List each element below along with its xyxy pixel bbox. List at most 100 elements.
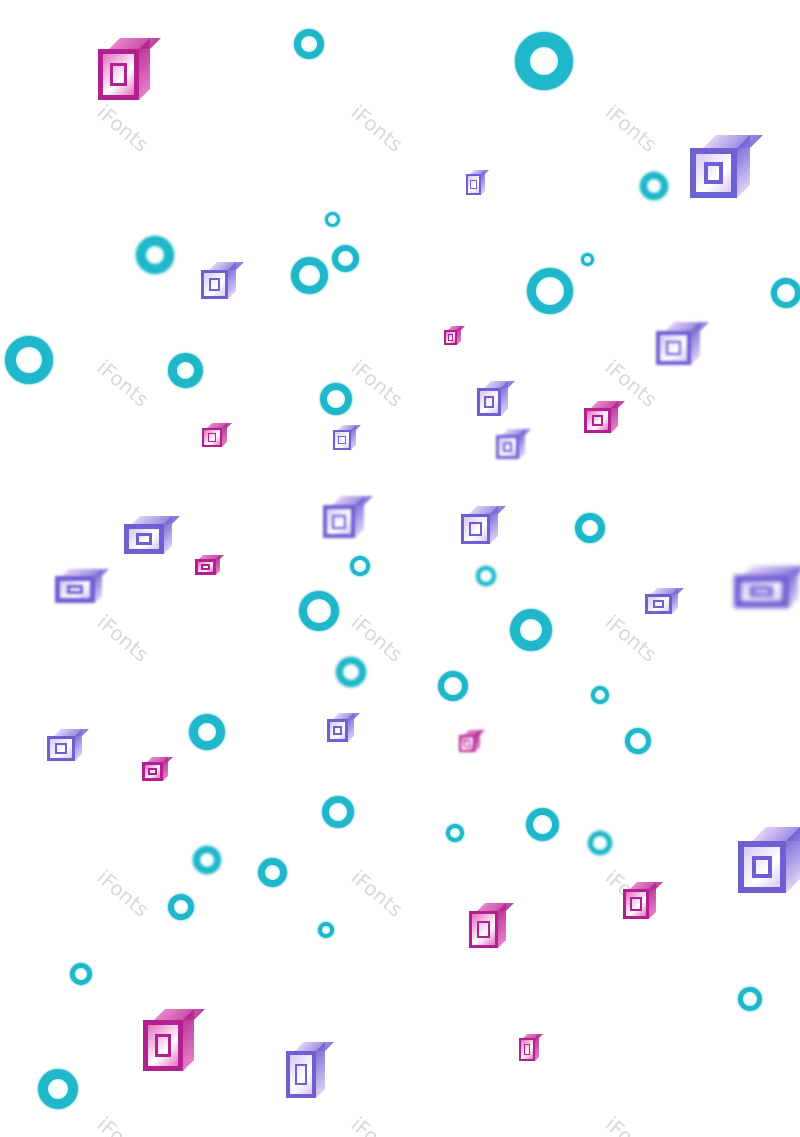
watermark-text: iFonts bbox=[92, 355, 154, 412]
hollow-cube-icon bbox=[327, 713, 360, 742]
hollow-cube-icon bbox=[143, 1009, 205, 1071]
cube-front-face bbox=[55, 576, 95, 603]
cube-side-face bbox=[672, 588, 678, 614]
cube-front-face bbox=[645, 594, 672, 614]
cube-front-face bbox=[459, 735, 475, 752]
cube-side-face bbox=[139, 38, 150, 100]
torus-ring-icon bbox=[526, 808, 559, 841]
cube-front-face bbox=[47, 736, 75, 761]
cube-side-face bbox=[316, 1042, 325, 1098]
cube-side-face bbox=[611, 401, 618, 433]
cube-front-face bbox=[477, 388, 501, 416]
torus-ring-icon bbox=[322, 796, 354, 828]
cube-window bbox=[148, 767, 157, 776]
cube-window bbox=[333, 725, 342, 736]
cube-window bbox=[135, 533, 153, 545]
hollow-cube-icon bbox=[124, 516, 180, 554]
cube-front-face bbox=[623, 889, 649, 919]
torus-ring-icon bbox=[291, 257, 328, 294]
cube-top-face bbox=[332, 496, 373, 505]
cube-window bbox=[751, 855, 773, 879]
torus-ring-icon bbox=[168, 353, 203, 388]
watermark-text: iFonts bbox=[347, 1112, 408, 1137]
torus-ring-icon bbox=[193, 846, 221, 874]
cube-side-face bbox=[789, 566, 798, 608]
watermark-text: iFonts bbox=[92, 865, 154, 922]
cube-side-face bbox=[216, 555, 220, 575]
cube-side-face bbox=[691, 322, 700, 365]
cube-top-face bbox=[484, 381, 515, 388]
cube-window bbox=[201, 564, 210, 570]
cube-front-face bbox=[738, 841, 786, 893]
hollow-cube-icon bbox=[202, 423, 232, 447]
cube-side-face bbox=[355, 496, 364, 538]
cube-side-face bbox=[351, 425, 356, 450]
cube-side-face bbox=[649, 882, 656, 919]
torus-ring-icon bbox=[332, 245, 359, 272]
cube-side-face bbox=[498, 903, 506, 948]
cube-front-face bbox=[469, 911, 498, 948]
cube-side-face bbox=[501, 381, 508, 416]
hollow-cube-icon bbox=[496, 429, 531, 459]
cube-top-face bbox=[477, 903, 514, 911]
hollow-cube-icon bbox=[333, 425, 361, 450]
cube-top-face bbox=[109, 38, 161, 49]
cube-side-face bbox=[457, 326, 461, 345]
hollow-cube-icon bbox=[459, 730, 485, 752]
cube-top-face bbox=[54, 729, 89, 736]
cube-side-face bbox=[75, 729, 82, 761]
cube-side-face bbox=[163, 757, 168, 781]
torus-ring-icon bbox=[70, 963, 92, 985]
hollow-cube-icon bbox=[738, 827, 800, 893]
hollow-cube-icon bbox=[444, 326, 465, 345]
cube-window bbox=[294, 1063, 308, 1086]
watermark-text: iFonts bbox=[92, 100, 154, 157]
torus-ring-icon bbox=[575, 513, 605, 543]
cube-window bbox=[630, 897, 642, 911]
cube-side-face bbox=[164, 516, 172, 554]
cube-front-face bbox=[444, 330, 457, 345]
cube-top-face bbox=[132, 516, 180, 524]
hollow-cube-icon bbox=[323, 496, 373, 538]
cube-top-face bbox=[591, 401, 625, 408]
torus-ring-icon bbox=[294, 29, 324, 59]
cube-front-face bbox=[124, 524, 164, 554]
cube-front-face bbox=[466, 174, 481, 195]
cube-top-face bbox=[630, 882, 663, 889]
watermark-text: iFonts bbox=[92, 610, 154, 667]
cube-top-face bbox=[209, 262, 244, 270]
cube-window bbox=[523, 1044, 531, 1055]
cube-front-face bbox=[461, 514, 490, 544]
torus-ring-icon bbox=[438, 671, 468, 701]
cube-front-face bbox=[327, 719, 348, 742]
hollow-cube-icon bbox=[690, 135, 763, 198]
torus-ring-icon bbox=[318, 922, 334, 938]
cube-window bbox=[463, 739, 471, 748]
cube-top-face bbox=[469, 506, 506, 514]
watermark-text: iFonts bbox=[601, 1112, 662, 1137]
cube-window bbox=[591, 415, 604, 426]
cube-window bbox=[703, 162, 724, 184]
hollow-cube-icon bbox=[142, 757, 173, 781]
cube-window bbox=[66, 584, 84, 595]
torus-ring-icon bbox=[325, 212, 340, 227]
cube-window bbox=[665, 340, 682, 356]
cube-front-face bbox=[519, 1038, 535, 1061]
cube-front-face bbox=[690, 148, 737, 198]
torus-ring-icon bbox=[738, 987, 762, 1011]
hollow-cube-icon bbox=[201, 262, 244, 299]
torus-ring-icon bbox=[320, 383, 352, 415]
cube-side-face bbox=[490, 506, 498, 544]
hollow-cube-icon bbox=[584, 401, 625, 433]
cube-side-face bbox=[228, 262, 236, 299]
torus-ring-icon bbox=[168, 894, 194, 920]
cube-front-face bbox=[98, 49, 139, 100]
hollow-cube-icon bbox=[466, 170, 489, 195]
cube-window bbox=[652, 600, 665, 608]
watermark-text: iFonts bbox=[600, 610, 662, 667]
torus-ring-icon bbox=[299, 591, 339, 631]
cube-side-face bbox=[183, 1009, 194, 1071]
watermark-text: iFonts bbox=[600, 100, 662, 157]
cube-front-face bbox=[201, 270, 228, 299]
